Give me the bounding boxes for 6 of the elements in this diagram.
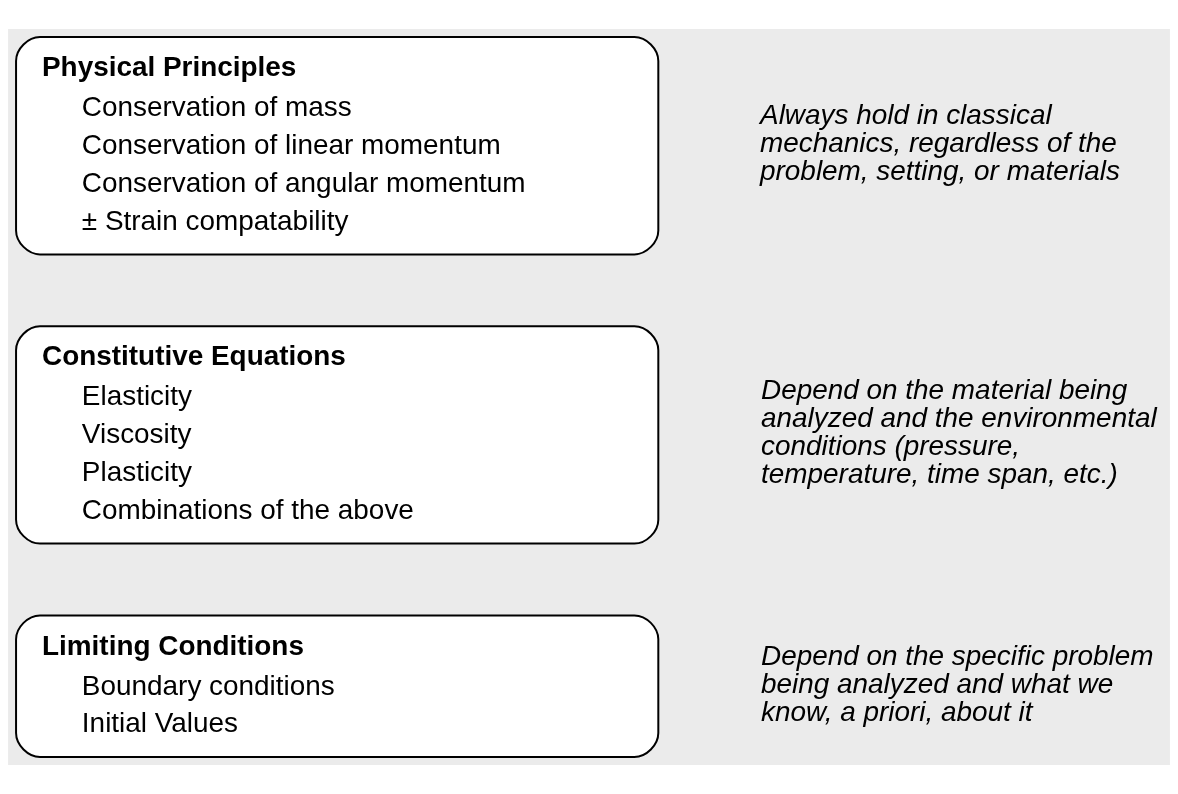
node-label: Always hold in classical mechanics, regardless of the problem, setting, or materials xyxy=(760,99,1120,186)
node-box: Limiting Conditions Boundary conditions Initial Values xyxy=(15,614,660,758)
node-label: Depend on the specific problem being analyzed and what we know, a priori, about it xyxy=(761,639,1154,727)
node-box: Constitutive Equations Elasticity Viscosity Plasticity Combinations of the above xyxy=(15,325,660,545)
node-box: Physical Principles Conservation of mass Conservation of linear momentum Conservation of angular momentum ± Strain compatability xyxy=(15,36,660,256)
node-label: Depend on the material being analyzed and the environmental conditions (pressure, temperature, time span, etc.) xyxy=(761,374,1157,490)
